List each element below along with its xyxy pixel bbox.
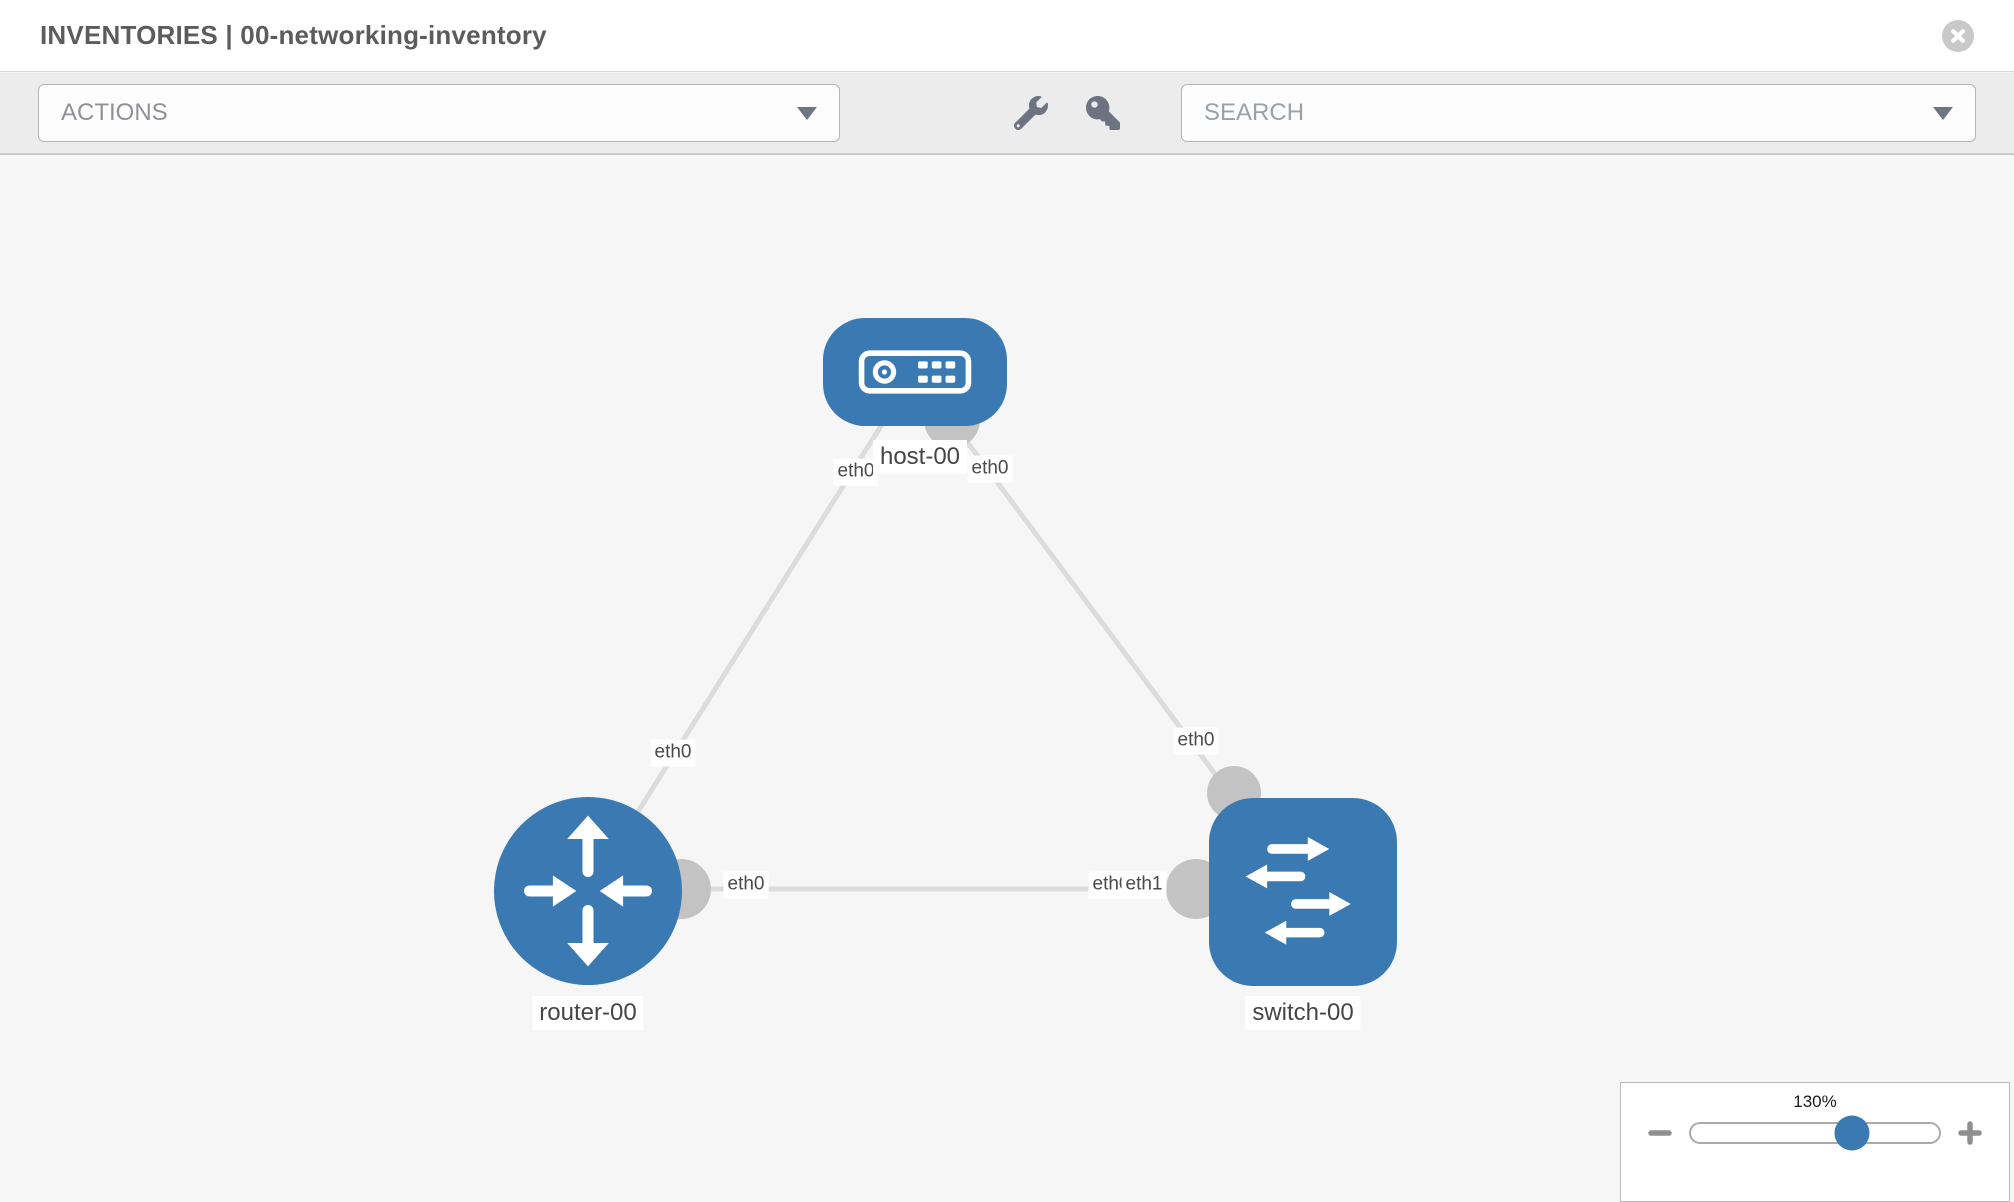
search-dropdown-label: SEARCH [1204, 99, 1305, 126]
node-label-host-00: host-00 [872, 440, 968, 474]
zoom-panel: 130% [1620, 1082, 2010, 1202]
page-header: INVENTORIES | 00-networking-inventory [0, 0, 2014, 72]
node-router-00[interactable] [494, 797, 682, 985]
link-host-00-router-00[interactable] [585, 370, 918, 893]
zoom-slider-knob[interactable] [1834, 1115, 1870, 1151]
interface-label: eth0 [1173, 727, 1219, 755]
zoom-in-button[interactable] [1957, 1120, 1983, 1146]
zoom-out-button[interactable] [1647, 1120, 1673, 1146]
page-title: INVENTORIES | 00-networking-inventory [40, 20, 547, 50]
host-icon [858, 349, 972, 395]
interface-label: eth0 [650, 739, 696, 767]
interface-label: eth0 [967, 455, 1013, 483]
minus-icon [1648, 1130, 1672, 1136]
node-switch-00[interactable] [1209, 798, 1397, 986]
wrench-icon[interactable] [1014, 96, 1048, 130]
interface-label: eth0 [833, 458, 879, 486]
close-icon [1951, 28, 1965, 43]
zoom-slider[interactable] [1689, 1115, 1941, 1151]
close-button[interactable] [1942, 19, 1974, 52]
search-dropdown[interactable]: SEARCH [1181, 84, 1976, 142]
node-label-switch-00: switch-00 [1245, 996, 1361, 1030]
switch-icon [1243, 837, 1363, 947]
key-icon[interactable] [1086, 96, 1120, 130]
router-icon [523, 813, 653, 969]
toolbar: ACTIONS SEARCH [0, 73, 2014, 155]
interface-label: eth0 [723, 871, 769, 899]
actions-dropdown[interactable]: ACTIONS [38, 84, 840, 142]
plus-icon [1958, 1121, 1982, 1145]
actions-dropdown-label: ACTIONS [61, 99, 168, 126]
node-host-00[interactable] [823, 318, 1007, 426]
chevron-down-icon [797, 106, 817, 120]
interface-label: eth1 [1121, 871, 1167, 899]
chevron-down-icon [1933, 106, 1953, 120]
zoom-level: 130% [1793, 1092, 1837, 1111]
node-label-router-00: router-00 [532, 996, 644, 1030]
toolbar-icons [1014, 96, 1120, 130]
